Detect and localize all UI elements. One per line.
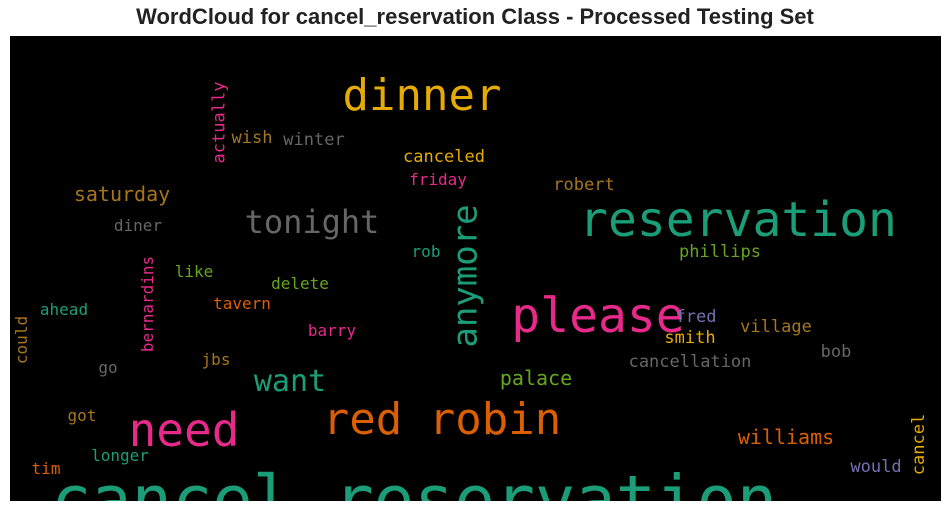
word-tavern: tavern bbox=[213, 294, 271, 313]
word-delete: delete bbox=[271, 274, 329, 293]
word-could: could bbox=[12, 315, 32, 365]
word-canceled: canceled bbox=[403, 146, 485, 167]
word-williams: williams bbox=[737, 425, 835, 449]
word-need: need bbox=[128, 403, 240, 457]
word-go: go bbox=[98, 358, 118, 377]
word-palace: palace bbox=[499, 366, 573, 390]
word-anymore: anymore bbox=[445, 204, 486, 348]
word-please: please bbox=[511, 288, 685, 344]
word-reservation: reservation bbox=[579, 192, 897, 248]
word-phillips: phillips bbox=[679, 241, 761, 262]
chart-title: WordCloud for cancel_reservation Class -… bbox=[136, 4, 814, 29]
word-barry: barry bbox=[307, 321, 357, 340]
word-longer: longer bbox=[91, 446, 149, 465]
word-smith: smith bbox=[664, 327, 716, 348]
word-actually: actually bbox=[209, 81, 230, 163]
word-robert: robert bbox=[553, 174, 615, 195]
word-red-robin: red robin bbox=[322, 394, 562, 445]
word-village: village bbox=[740, 316, 812, 337]
word-ahead: ahead bbox=[39, 300, 89, 319]
word-friday: friday bbox=[409, 170, 467, 189]
word-cancel-reservation: cancel reservation bbox=[50, 460, 778, 501]
word-wish: wish bbox=[231, 127, 273, 148]
word-tonight: tonight bbox=[244, 203, 380, 241]
word-cancellation: cancellation bbox=[628, 351, 752, 372]
word-tim: tim bbox=[31, 459, 61, 478]
word-want: want bbox=[253, 364, 327, 399]
word-would: would bbox=[850, 456, 902, 477]
word-jbs: jbs bbox=[201, 350, 231, 369]
word-dinner: dinner bbox=[342, 70, 502, 121]
word-fred: fred bbox=[675, 306, 717, 327]
word-rob: rob bbox=[411, 242, 441, 261]
word-like: like bbox=[174, 262, 214, 281]
word-cloud: cancel reservation reservation red robin pl… bbox=[10, 36, 941, 501]
word-bob: bob bbox=[820, 341, 852, 362]
word-saturday: saturday bbox=[73, 182, 171, 206]
word-diner: diner bbox=[113, 216, 163, 235]
word-cancel: cancel bbox=[909, 413, 930, 475]
word-winter: winter bbox=[283, 129, 345, 150]
word-got: got bbox=[67, 406, 97, 425]
word-bernardins: bernardins bbox=[137, 255, 157, 353]
